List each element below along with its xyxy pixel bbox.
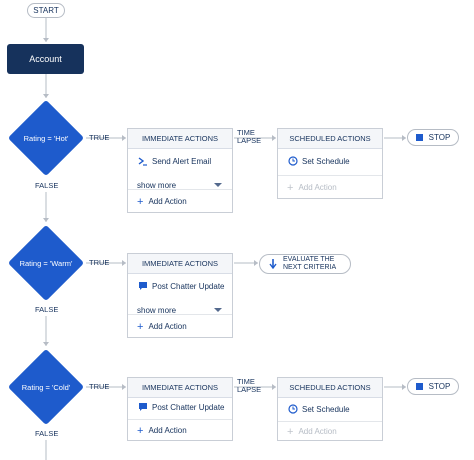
add-action-label: Add Action [298,183,337,192]
clock-icon [287,404,298,415]
time-lapse-label: TIME LAPSE [237,377,262,394]
stop-label: STOP [428,133,451,142]
immediate-actions-header: IMMEDIATE ACTIONS [128,378,232,398]
show-more-label: show more [137,180,177,190]
false-label: FALSE [35,181,59,190]
action-item[interactable]: Post Chatter Update [128,274,232,298]
show-more-label: show more [137,305,177,315]
add-action-button[interactable]: + Add Action [128,419,232,441]
add-action-button-disabled: + Add Action [278,175,382,199]
time-lapse-label: TIME LAPSE [237,128,262,145]
criteria-label-cold: Rating = 'Cold' [21,383,71,392]
chatter-icon [137,402,148,413]
show-more-dropdown[interactable]: show more [128,298,232,322]
immediate-actions-header: IMMEDIATE ACTIONS [128,254,232,274]
show-more-dropdown[interactable]: show more [128,173,232,197]
set-schedule-label: Set Schedule [302,156,350,166]
plus-icon: + [287,181,294,194]
scheduled-actions-header: SCHEDULED ACTIONS [278,129,382,149]
stop-label: STOP [428,382,451,391]
action-item[interactable]: Post Chatter Update [128,395,232,419]
email-alert-icon [137,156,148,167]
plus-icon: + [287,425,294,438]
false-label: FALSE [35,429,59,438]
set-schedule-button[interactable]: Set Schedule [278,397,382,421]
stop-node[interactable]: STOP [407,129,459,146]
clock-icon [287,156,298,167]
account-label: Account [29,54,62,64]
immediate-actions-panel-hot: IMMEDIATE ACTIONS Send Alert Email show … [127,128,233,213]
stop-icon [415,134,423,141]
add-action-label: Add Action [298,427,337,436]
plus-icon: + [137,195,144,208]
action-item[interactable]: Send Alert Email [128,149,232,173]
false-label: FALSE [35,305,59,314]
set-schedule-label: Set Schedule [302,404,350,414]
add-action-button[interactable]: + Add Action [128,314,232,338]
chatter-icon [137,281,148,292]
immediate-actions-panel-cold: IMMEDIATE ACTIONS Post Chatter Update + … [127,377,233,441]
add-action-button[interactable]: + Add Action [128,189,232,213]
true-label: TRUE [89,382,110,391]
start-label: START [33,6,59,15]
start-node: START [27,3,65,18]
scheduled-actions-panel-cold: SCHEDULED ACTIONS Set Schedule + Add Act… [277,377,383,441]
add-action-label: Add Action [148,322,187,331]
stop-icon [415,383,423,390]
criteria-label-warm: Rating = 'Warm' [19,259,73,268]
true-label: TRUE [89,133,110,142]
action-label: Post Chatter Update [152,281,225,291]
add-action-label: Add Action [148,197,187,206]
scheduled-actions-panel-hot: SCHEDULED ACTIONS Set Schedule + Add Act… [277,128,383,199]
add-action-label: Add Action [148,426,187,435]
account-object-node[interactable]: Account [7,44,84,74]
immediate-actions-header: IMMEDIATE ACTIONS [128,129,232,149]
scheduled-actions-header: SCHEDULED ACTIONS [278,378,382,398]
chevron-down-icon [214,308,222,312]
stop-node[interactable]: STOP [407,378,459,395]
chevron-down-icon [214,183,222,187]
arrow-down-icon [269,259,277,269]
action-label: Post Chatter Update [152,402,225,412]
evaluate-next-criteria-node[interactable]: EVALUATE THE NEXT CRITERIA [259,254,351,274]
true-label: TRUE [89,258,110,267]
plus-icon: + [137,424,144,437]
add-action-button-disabled: + Add Action [278,421,382,441]
criteria-label-hot: Rating = 'Hot' [23,134,69,143]
immediate-actions-panel-warm: IMMEDIATE ACTIONS Post Chatter Update sh… [127,253,233,338]
set-schedule-button[interactable]: Set Schedule [278,149,382,173]
evaluate-label: EVALUATE THE NEXT CRITERIA [283,256,337,271]
action-label: Send Alert Email [152,156,212,166]
plus-icon: + [137,320,144,333]
